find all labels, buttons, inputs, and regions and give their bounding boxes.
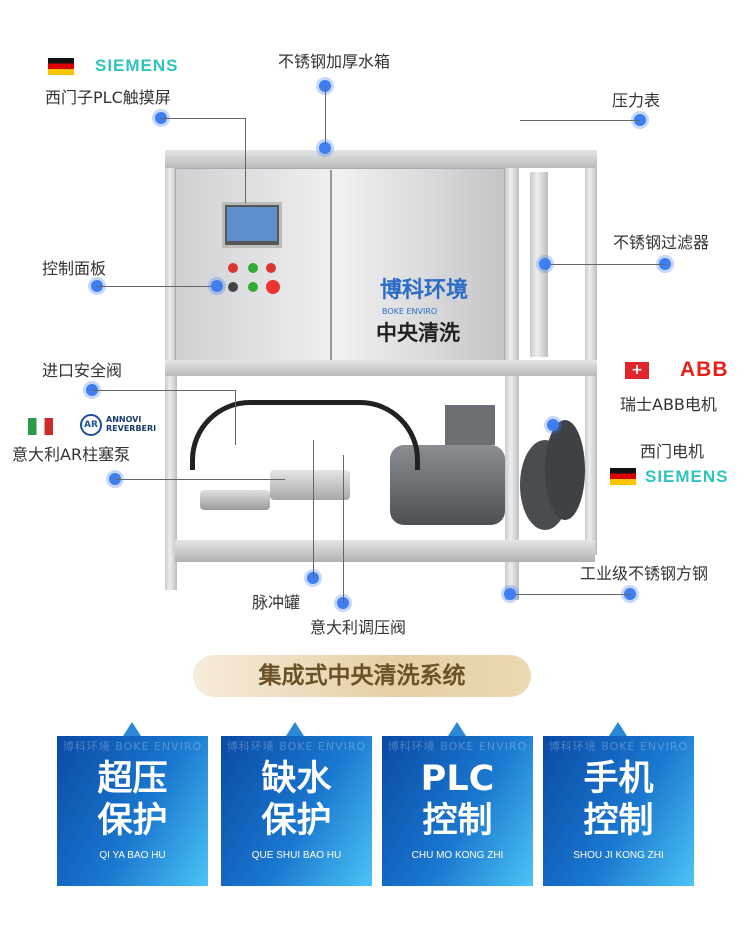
card-pointer [609, 722, 627, 736]
system-banner: 集成式中央清洗系统 [193, 655, 531, 697]
callout-siemens-motor: 西门电机 [640, 442, 705, 461]
callout-dot [659, 258, 671, 270]
callout-panel: 控制面板 [42, 259, 107, 278]
siemens-logo: SIEMENS [95, 56, 179, 75]
callout-dot [634, 114, 646, 126]
callout-abb-motor: 瑞士ABB电机 [620, 395, 717, 414]
annovi-logo: ANNOVI REVERBERI [106, 415, 157, 433]
callout-tank: 不锈钢加厚水箱 [278, 52, 391, 71]
callout-dot [624, 588, 636, 600]
callout-filter: 不锈钢过滤器 [613, 233, 710, 252]
machine-logo-en: BOKE ENVIRO [382, 307, 438, 316]
machine-title: 中央清洗 [376, 320, 460, 345]
feature-card-overpressure: 博科环境 BOKE ENVIRO 超压保护 QI YA BAO HU [57, 736, 208, 886]
ar-logo-icon: AR [80, 414, 102, 436]
swiss-flag-icon: + [625, 362, 649, 379]
card-pinyin: QI YA BAO HU [99, 850, 166, 861]
callout-plc: 西门子PLC触摸屏 [45, 88, 171, 107]
card-watermark: 博科环境 BOKE ENVIRO [548, 740, 689, 753]
germany-flag-icon [48, 58, 74, 75]
card-title-line1: 手机 [583, 759, 654, 799]
card-pinyin: QUE SHUI BAO HU [251, 850, 342, 861]
callout-frame: 工业级不锈钢方钢 [580, 564, 709, 583]
card-watermark: 博科环境 BOKE ENVIRO [62, 740, 203, 753]
callout-dot [539, 258, 551, 270]
callout-pressure-valve: 意大利调压阀 [310, 618, 407, 637]
callout-gauge: 压力表 [612, 91, 661, 110]
card-pointer [286, 722, 304, 736]
card-title-line2: 控制 [583, 801, 654, 841]
machine-logo: 博科环境 [380, 278, 469, 303]
callout-dot [547, 419, 559, 431]
card-title-line1: PLC [420, 759, 495, 799]
abb-logo: ABB [680, 358, 729, 381]
callout-dot [337, 597, 349, 609]
callout-dot [211, 280, 223, 292]
callout-dot [319, 142, 331, 154]
card-watermark: 博科环境 BOKE ENVIRO [387, 740, 528, 753]
italy-flag-icon [28, 418, 53, 435]
card-title-line2: 控制 [422, 801, 493, 841]
card-pinyin: CHU MO KONG ZHI [411, 850, 504, 861]
card-pointer [448, 722, 466, 736]
callout-dot [307, 572, 319, 584]
siemens-logo: SIEMENS [645, 467, 729, 486]
callout-inlet-valve: 进口安全阀 [42, 361, 123, 380]
card-title-line2: 保护 [97, 801, 168, 841]
card-title-line1: 超压 [97, 759, 168, 799]
callout-pump: 意大利AR柱塞泵 [12, 445, 131, 464]
callout-dot [504, 588, 516, 600]
card-title-line1: 缺水 [261, 759, 332, 799]
feature-card-mobile: 博科环境 BOKE ENVIRO 手机控制 SHOU JI KONG ZHI [543, 736, 694, 886]
card-pinyin: SHOU JI KONG ZHI [573, 850, 664, 861]
card-watermark: 博科环境 BOKE ENVIRO [226, 740, 367, 753]
card-title-line2: 保护 [261, 801, 332, 841]
callout-pulse-tank: 脉冲罐 [252, 593, 301, 612]
feature-card-water-shortage: 博科环境 BOKE ENVIRO 缺水保护 QUE SHUI BAO HU [221, 736, 372, 886]
germany-flag-icon [610, 468, 636, 485]
card-pointer [123, 722, 141, 736]
